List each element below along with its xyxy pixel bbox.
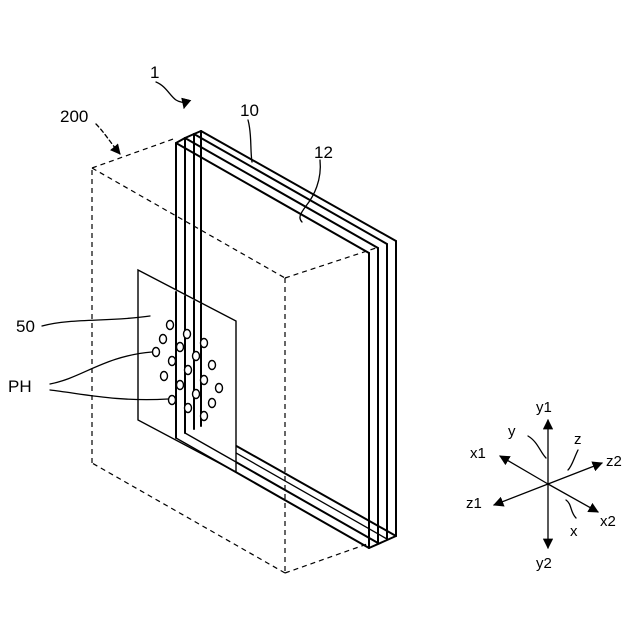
label-surface: 12	[314, 143, 333, 162]
hole	[193, 352, 200, 361]
hole	[209, 399, 216, 408]
axis-label-x1: x1	[470, 445, 486, 462]
hole	[169, 357, 176, 366]
hole	[160, 335, 167, 344]
axis-label-z1: z1	[466, 495, 482, 512]
axis-label-z: z	[574, 431, 582, 448]
label-plate: 10	[240, 101, 259, 120]
hole	[177, 381, 184, 390]
hole	[185, 366, 192, 375]
x-axis	[548, 484, 598, 512]
label-holes: PH	[8, 377, 32, 396]
hole	[169, 396, 176, 405]
hole	[201, 412, 208, 421]
hole	[185, 404, 192, 413]
z-axis	[548, 463, 602, 484]
axis-label-x2: x2	[600, 513, 616, 530]
axis-label-y: y	[508, 423, 516, 440]
hole	[161, 372, 168, 381]
hole	[177, 343, 184, 352]
axis-label-y1: y1	[536, 399, 552, 416]
hole	[201, 376, 208, 385]
axis-label-x: x	[570, 523, 578, 540]
hole	[216, 384, 223, 393]
hole	[201, 339, 208, 348]
hole	[209, 361, 216, 370]
axis-label-y2: y2	[536, 555, 552, 572]
hole	[193, 390, 200, 399]
hole	[167, 321, 174, 330]
axis-label-z2: z2	[606, 453, 622, 470]
label-device: 1	[150, 63, 159, 82]
label-sheet: 50	[16, 317, 35, 336]
label-housing: 200	[60, 107, 88, 126]
hole	[184, 330, 191, 339]
hole	[153, 348, 160, 357]
